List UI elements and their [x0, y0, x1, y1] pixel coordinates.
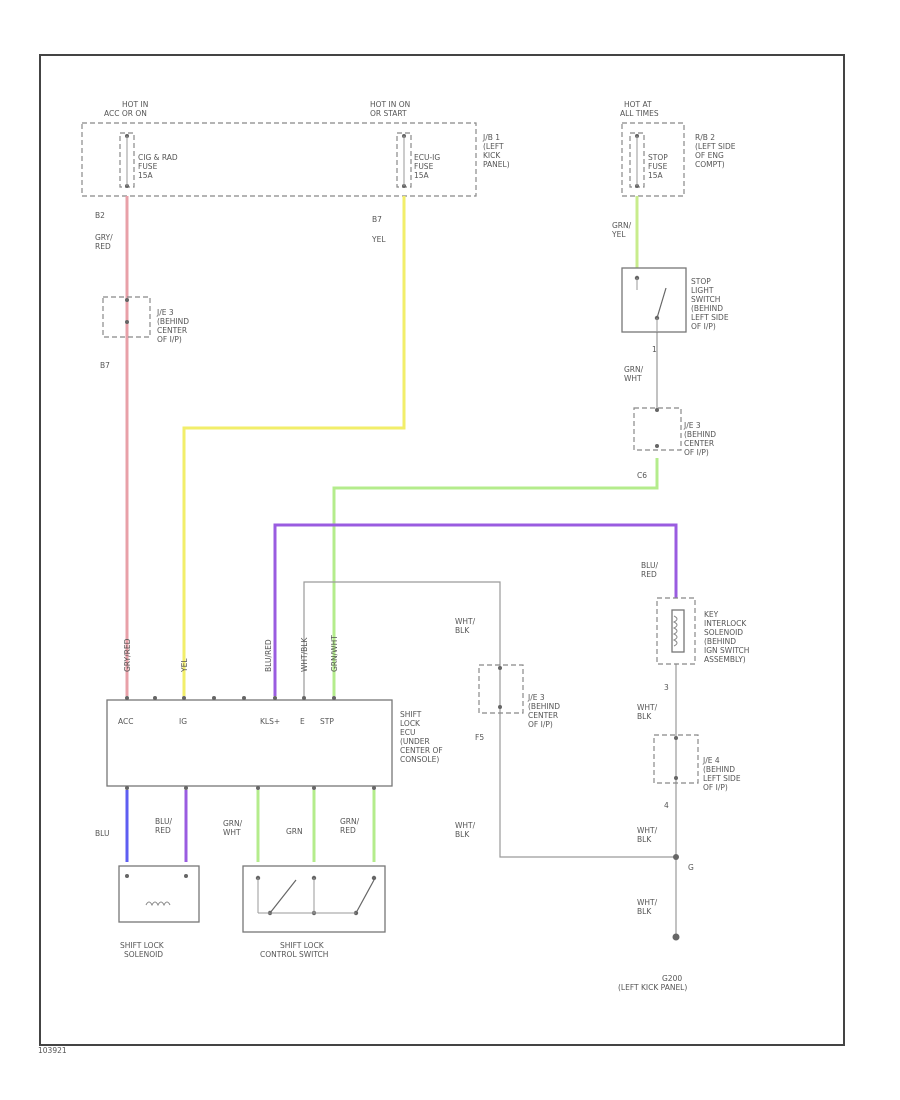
label-wire-grn-wht-switch: GRN/WHT: [223, 819, 243, 837]
label-wire-wht-blk-center-top: WHT/BLK: [455, 617, 476, 635]
ecu-pin-kls: KLS+: [260, 717, 280, 726]
label-wire-blu-red-key: BLU/RED: [641, 561, 658, 579]
ecu-top-wire-grn-wht: GRN/WHT: [330, 635, 339, 672]
ecu-top-wire-yel: YEL: [180, 658, 189, 673]
junction-je3-right: [633, 407, 682, 451]
junction-je4: [653, 734, 699, 784]
label-pin-g: G: [688, 863, 694, 872]
fuse-block-rb2: [621, 122, 685, 197]
ecu-pin-acc: ACC: [118, 717, 133, 726]
label-wire-grn-yel: GRN/YEL: [611, 221, 632, 239]
label-conn-c6: C6: [637, 471, 647, 480]
label-wire-grn-wht-top: GRN/WHT: [624, 365, 644, 383]
label-wire-blu-red-solenoid: BLU/RED: [155, 817, 172, 835]
label-pin-3: 3: [664, 683, 669, 692]
label-wire-grn: GRN: [286, 827, 303, 836]
label-conn-b7-right: B7: [372, 215, 382, 224]
wire-yel: [182, 196, 406, 696]
ecu-pin-stp: STP: [320, 717, 334, 726]
label-pin-4: 4: [664, 801, 669, 810]
label-wire-grn-red: GRN/RED: [340, 817, 360, 835]
footer-code: 103921: [38, 1046, 67, 1055]
ecu-pin-e: E: [300, 717, 305, 726]
stop-light-switch: [621, 267, 687, 333]
wire-wht-blk-ecu: [303, 581, 676, 858]
label-conn-b2: B2: [95, 211, 105, 220]
fuse-block-jb1: [81, 122, 477, 197]
wire-blu-red: [273, 523, 678, 696]
shift-lock-control-switch: [242, 865, 386, 933]
shift-lock-solenoid: [118, 865, 200, 923]
label-wire-wht-blk-je4: WHT/BLK: [637, 826, 658, 844]
shift-lock-ecu: [106, 696, 393, 790]
junction-je3-left: [102, 296, 151, 338]
label-wire-wht-blk-key: WHT/BLK: [637, 703, 658, 721]
label-wire-wht-blk-ground: WHT/BLK: [637, 898, 658, 916]
junction-je3-center: [478, 664, 524, 714]
label-conn-f5: F5: [475, 733, 484, 742]
ecu-pin-ig: IG: [179, 717, 187, 726]
key-interlock-solenoid: [656, 597, 696, 665]
wire-grn-wht: [332, 458, 659, 696]
ground-g200: [672, 854, 680, 941]
label-pin-1: 1: [652, 345, 657, 354]
ecu-top-wire-gry-red: GRY/RED: [123, 638, 132, 672]
label-wire-gry-red: GRY/RED: [95, 233, 113, 251]
diagram-frame: [39, 54, 845, 1046]
label-wire-blu: BLU: [95, 829, 109, 838]
label-wire-yel: YEL: [371, 235, 386, 244]
label-wire-wht-blk-center-bottom: WHT/BLK: [455, 821, 476, 839]
ecu-top-wire-blu-red: BLU/RED: [264, 639, 273, 672]
ecu-top-wire-wht-blk: WHT/BLK: [300, 637, 309, 672]
label-conn-b7-left: B7: [100, 361, 110, 370]
label-ground: G200(LEFT KICK PANEL): [618, 974, 687, 992]
